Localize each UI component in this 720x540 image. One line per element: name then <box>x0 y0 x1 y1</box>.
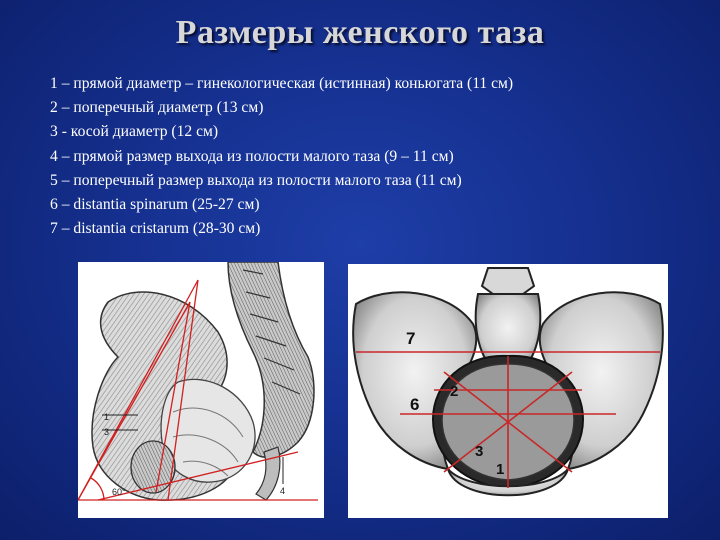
coccyx-shape <box>255 446 281 501</box>
label-2: 2 <box>450 383 458 400</box>
angle-label: 60° <box>112 487 126 497</box>
pelvis-measurement-lines <box>356 351 660 488</box>
legend-item-7: 7 – distantia cristarum (28-30 см) <box>50 220 261 238</box>
legend-item-1: 1 – прямой диаметр – гинекологическая (и… <box>50 75 514 92</box>
sagittal-pelvis-illustration: 1 3 4 60° <box>78 262 318 501</box>
vertebra-lines <box>242 269 301 395</box>
legend-item-3: 3 - косой диаметр (12 см) <box>50 123 219 141</box>
frontal-pelvis-illustration: 7 6 2 3 1 <box>352 267 664 497</box>
label-1: 1 <box>496 461 504 478</box>
label-3: 3 <box>104 427 109 437</box>
measurement-lines <box>78 279 318 501</box>
sagittal-pelvis-figure: 1 3 4 60° <box>78 262 324 518</box>
label-4: 4 <box>280 486 285 496</box>
slide-title: Размеры женского таза <box>175 14 545 51</box>
pubic-symphysis <box>130 440 176 494</box>
label-3: 3 <box>475 443 483 460</box>
legend-item-4: 4 – прямой размер выхода из полости мало… <box>50 147 454 165</box>
label-1: 1 <box>104 412 109 422</box>
legend-item-2: 2 – поперечный диаметр (13 см) <box>50 99 264 117</box>
legend-item-6: 6 – distantia spinarum (25-27 см) <box>50 196 260 214</box>
dimensions-legend: 1 – прямой диаметр – гинекологическая (и… <box>50 72 513 241</box>
pelvic-cavity <box>160 378 256 483</box>
legend-item-5: 5 – поперечный размер выхода из полости … <box>50 171 462 189</box>
label-7: 7 <box>406 329 415 348</box>
vertebra <box>480 267 536 295</box>
label-6: 6 <box>410 395 419 414</box>
frontal-pelvis-figure: 7 6 2 3 1 <box>348 264 668 518</box>
